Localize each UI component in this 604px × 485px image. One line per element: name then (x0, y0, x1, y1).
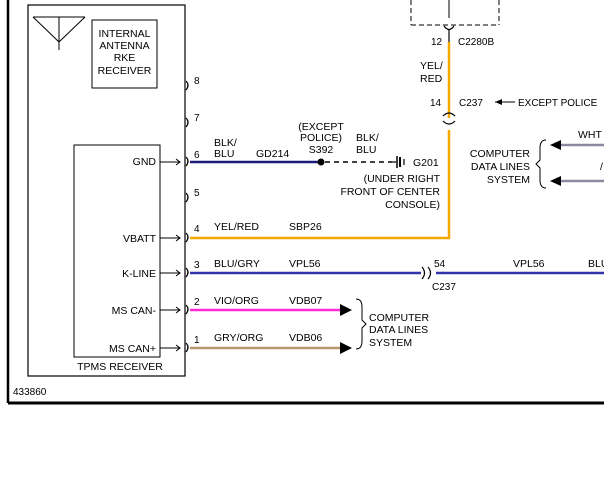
right-arrow-upper (550, 140, 604, 150)
c237b-label: C237 (432, 282, 456, 293)
pin-number-8: 8 (194, 76, 200, 87)
connector-brackets (185, 80, 189, 353)
wire-kline-color: BLU/GRY (214, 258, 260, 270)
ground-loc-1: (UNDER RIGHT (364, 173, 441, 185)
pin-number-7: 7 (194, 113, 200, 124)
tpms-module-label: TPMS RECEIVER (77, 361, 163, 373)
internal-arrows (160, 158, 181, 352)
wire-vertical-color-2: RED (420, 73, 443, 85)
pin-number-2: 2 (194, 297, 200, 308)
computer-data-bottom-1: COMPUTER (369, 312, 430, 324)
wire-vertical-color: YEL/ (420, 60, 443, 72)
c237-label: C237 (459, 98, 483, 109)
wire-vbatt-circuit: SBP26 (289, 221, 322, 233)
tpms-module-box (73, 144, 161, 358)
mscan-plus-arrow-icon (340, 342, 352, 354)
c237-pin: 14 (430, 98, 442, 109)
c2280b-pin: 12 (431, 37, 443, 48)
wire-gnd-color-2: BLU (214, 148, 234, 160)
pin-number-6: 6 (194, 150, 200, 161)
pin-label-gnd: GND (133, 156, 157, 168)
c237-note: EXCEPT POLICE (518, 98, 598, 109)
right-cut-slash: / (600, 161, 603, 173)
splice-id: S392 (309, 144, 334, 156)
wire-vbatt (190, 130, 451, 240)
c2280b-connector-icon (443, 25, 455, 42)
computer-data-right-brace (535, 139, 547, 189)
ground-id: G201 (413, 157, 439, 169)
wire-kline-color-right: BLU (588, 258, 604, 270)
except-police-arrow-icon (495, 99, 515, 105)
computer-data-bottom-brace (355, 298, 367, 350)
wire-kline-circuit-right: VPL56 (513, 258, 545, 270)
splice-dot (317, 158, 325, 166)
computer-data-right-2: DATA LINES (471, 161, 530, 173)
internal-antenna-box (91, 19, 158, 89)
computer-data-right-1: COMPUTER (470, 148, 531, 160)
pin-number-5: 5 (194, 188, 200, 199)
mscan-minus-arrow-icon (340, 304, 352, 316)
antenna-icon (32, 16, 86, 50)
antenna-label-3: RKE (114, 52, 136, 64)
splice-color-after: BLK/ (356, 132, 379, 144)
ground-icon (392, 156, 405, 168)
splice-note-2: POLICE) (300, 132, 342, 144)
c237b-connector-icon (421, 266, 432, 280)
antenna-label-4: RECEIVER (98, 65, 152, 77)
c2280b-label: C2280B (458, 37, 494, 48)
wire-gnd-circuit: GD214 (256, 148, 289, 160)
pin-label-mscan-minus: MS CAN- (112, 305, 157, 317)
antenna-label-1: INTERNAL (99, 28, 151, 40)
ground-loc-2: FRONT OF CENTER (340, 186, 440, 198)
pin-number-3: 3 (194, 260, 200, 271)
computer-data-right-3: SYSTEM (487, 174, 530, 186)
c237-connector-icon (442, 112, 456, 125)
pin-label-vbatt: VBATT (123, 233, 157, 245)
top-component-box (410, 0, 500, 26)
computer-data-bottom-3: SYSTEM (369, 337, 412, 349)
pin-number-1: 1 (194, 335, 200, 346)
wire-mscan-minus-color: VIO/ORG (214, 295, 259, 307)
splice-color-after-2: BLU (356, 144, 376, 156)
diagram-frame (6, 0, 604, 405)
right-arrow-lower (550, 176, 604, 186)
wire-kline-circuit: VPL56 (289, 258, 321, 270)
pin-number-4: 4 (194, 224, 200, 235)
wire-vbatt-color: YEL/RED (214, 221, 259, 233)
computer-data-bottom-2: DATA LINES (369, 324, 428, 336)
wire-mscan-plus-circuit: VDB06 (289, 332, 322, 344)
diagram-id: 433860 (13, 387, 47, 398)
wire-mscan-minus-circuit: VDB07 (289, 295, 322, 307)
right-cut-wht: WHT (578, 129, 602, 141)
splice-note-1: (EXCEPT (298, 121, 344, 133)
wire-gnd-color: BLK/ (214, 137, 237, 149)
pin-label-kline: K-LINE (122, 268, 156, 280)
ground-loc-3: CONSOLE) (385, 199, 440, 211)
wire-mscan-plus-color: GRY/ORG (214, 332, 263, 344)
antenna-label-2: ANTENNA (99, 40, 149, 52)
pin-label-mscan-plus: MS CAN+ (109, 343, 156, 355)
receiver-housing (27, 4, 186, 377)
c237b-pin: 54 (434, 259, 446, 270)
